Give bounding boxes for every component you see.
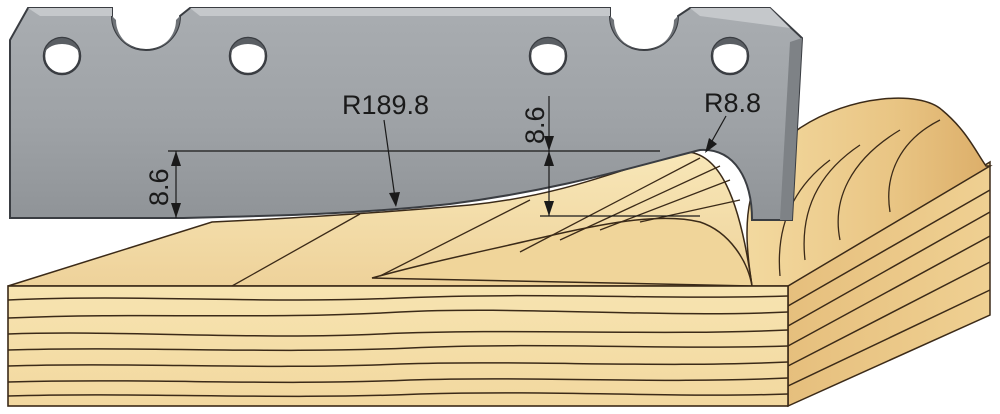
knife-side-bevel xyxy=(780,38,802,220)
grain-line xyxy=(787,289,991,387)
mounting-hole-shadow xyxy=(530,38,566,56)
grain-line xyxy=(787,189,991,307)
arrow-head xyxy=(544,151,554,166)
label-depth-left: 8.6 xyxy=(144,168,174,206)
arrow-head xyxy=(171,203,181,218)
grain-line xyxy=(519,157,701,253)
wood-bead-top xyxy=(746,97,993,287)
grain-line xyxy=(7,361,789,368)
mounting-hole-shadow xyxy=(44,38,80,56)
grain-line xyxy=(7,329,789,337)
wood-profile-cove xyxy=(371,217,753,287)
knife-mounting-holes xyxy=(42,36,750,76)
arrow-head xyxy=(544,201,554,216)
knife-top-bevel xyxy=(28,8,790,28)
end-grain-lines xyxy=(787,189,991,387)
grain-line xyxy=(7,309,789,319)
label-radius-small: R8.8 xyxy=(704,88,761,118)
arrow-head xyxy=(389,192,400,207)
arrow-head xyxy=(544,136,554,151)
profile-knife xyxy=(9,7,804,221)
grain-line xyxy=(837,129,901,241)
grain-line xyxy=(7,294,789,301)
wood-front-face xyxy=(7,285,789,407)
grain-line xyxy=(599,179,731,231)
top-grain-lines xyxy=(231,119,941,287)
arrow-head xyxy=(171,151,181,166)
grain-line xyxy=(231,213,361,287)
arrow-head xyxy=(705,138,717,153)
leader-large-radius xyxy=(383,119,397,206)
grain-line xyxy=(559,165,721,241)
wood-workpiece xyxy=(7,97,993,408)
grain-line xyxy=(7,377,789,384)
label-depth-right: 8.6 xyxy=(520,106,550,144)
grain-line xyxy=(787,235,991,347)
grain-line xyxy=(803,144,861,261)
grain-line xyxy=(888,119,941,213)
grain-line xyxy=(7,392,789,398)
dimension-labels: R189.8 R8.8 8.6 8.6 xyxy=(144,88,761,206)
front-grain-lines xyxy=(7,294,789,398)
label-radius-large: R189.8 xyxy=(342,90,429,120)
grain-line xyxy=(787,261,991,367)
grain-line xyxy=(379,199,531,277)
grain-line xyxy=(787,211,991,327)
dimensions xyxy=(168,96,727,218)
grain-line xyxy=(7,344,789,352)
mounting-hole-shadow xyxy=(230,38,266,56)
grain-line xyxy=(639,199,741,223)
mounting-hole-shadow xyxy=(712,38,748,56)
